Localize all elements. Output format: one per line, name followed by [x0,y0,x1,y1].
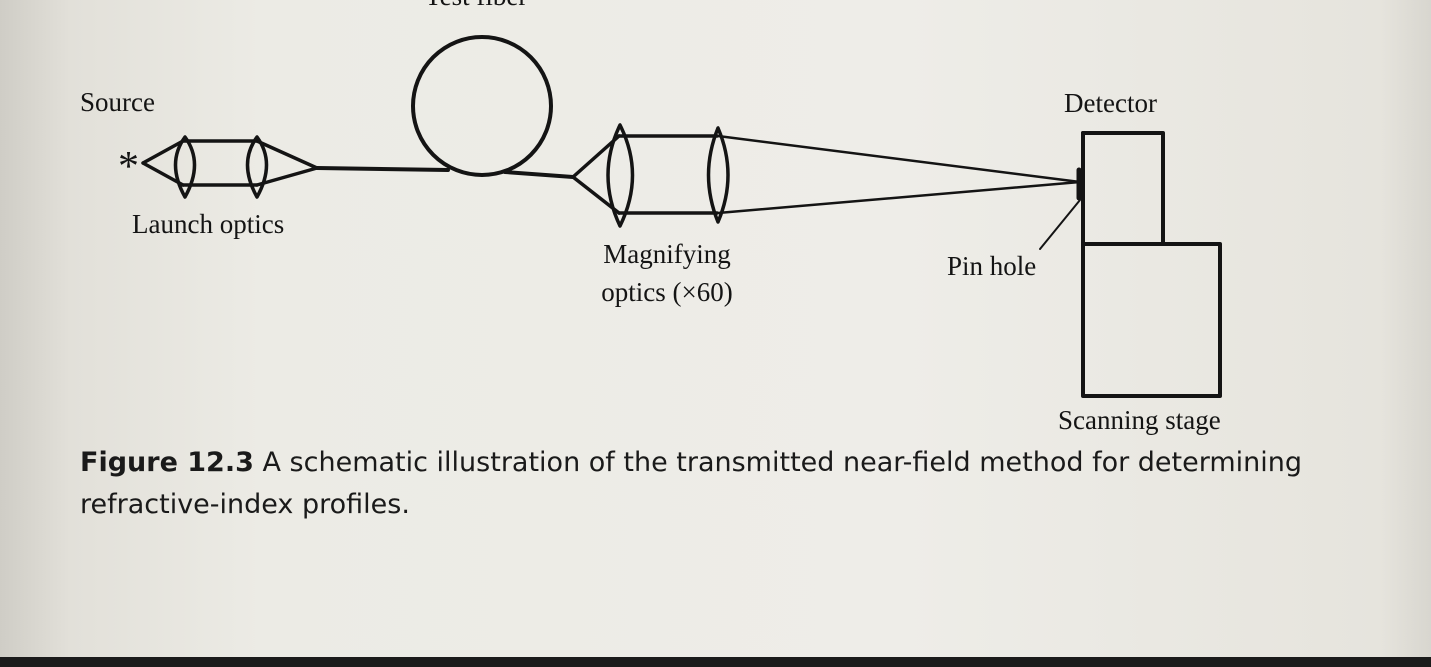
figure-number: Figure 12.3 [80,447,254,478]
magnifying-optics-label-line1: Magnifying [603,239,731,269]
launch-lens-2 [245,135,269,199]
launch-optics-label: Launch optics [132,209,285,239]
fiber-coil [411,35,553,177]
launch-output-cone [255,139,319,187]
pin-hole-label: Pin hole [947,251,1037,281]
launch-parallel-rays [181,139,259,187]
magnifying-lens-2 [706,126,730,224]
test-fiber-label: Test fiber [425,0,527,10]
figure-caption: Figure 12.3 A schematic illustration of … [80,442,1410,526]
source-symbol: * [118,144,139,190]
magnify-parallel-rays [617,134,719,215]
scanning-stage-box [1081,131,1222,398]
pin-hole-leader [1039,199,1081,250]
fiber-lead-out [503,170,575,179]
page-bottom-edge [0,657,1431,667]
detector-box [1081,131,1165,246]
detector-label: Detector [1064,88,1157,118]
source-label: Source [80,87,155,117]
launch-lens-1 [173,135,197,199]
fiber-lead-in [315,166,450,172]
magnifying-optics-label-line2: optics (×60) [601,277,733,307]
magnifying-lens-1 [606,123,635,228]
scanning-stage-label: Scanning stage [1058,405,1221,435]
magnify-output-rays [716,134,1082,215]
figure-caption-text: A schematic illustration of the transmit… [80,447,1303,520]
